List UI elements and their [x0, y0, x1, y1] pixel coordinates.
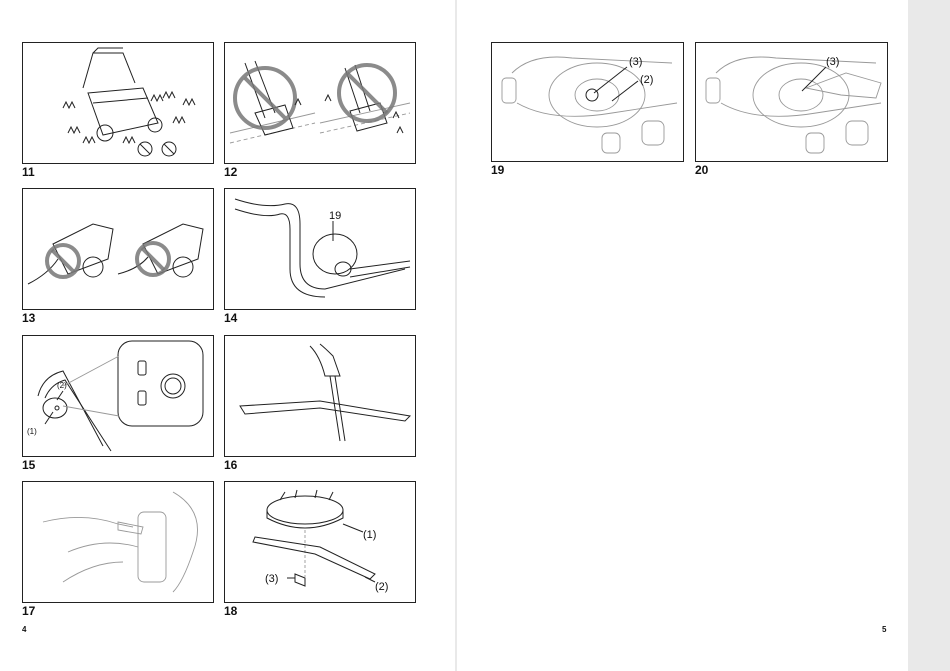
- left-page: 11 12 13: [0, 0, 455, 671]
- mower-underside-illustration: (3): [696, 43, 887, 161]
- page-number: 5: [882, 625, 886, 634]
- start-stop-switch-illustration: (1) (2): [23, 336, 213, 456]
- figure-12-slope-direction: [224, 42, 416, 164]
- handle-switch-illustration: 19: [225, 189, 415, 309]
- figure-number: 17: [22, 604, 35, 618]
- callout-2: (2): [57, 381, 67, 390]
- figure-number: 14: [224, 311, 237, 325]
- right-page: (3) (2) 19 (3) 20 5: [457, 0, 908, 671]
- callout-2: (2): [375, 581, 388, 593]
- figure-number: 13: [22, 311, 35, 325]
- figure-17-blade-grinding: [22, 481, 214, 603]
- callout-1: (1): [363, 529, 376, 541]
- figure-14-switch-box: 19: [224, 188, 416, 310]
- blade-fan-bolt-exploded-view: (1) (2) (3): [225, 482, 415, 602]
- callout-1: (1): [27, 427, 37, 436]
- figure-number: 12: [224, 165, 237, 179]
- figure-20-blade-bolt-tighten: (3): [695, 42, 888, 162]
- callout-2: (2): [640, 74, 653, 86]
- figure-18-blade-assembly: (1) (2) (3): [224, 481, 416, 603]
- callout-3: (3): [826, 56, 839, 68]
- callout-3: (3): [629, 56, 642, 68]
- figure-number: 20: [695, 163, 708, 177]
- figure-number: 11: [22, 165, 35, 179]
- blade-balance-check-illustration: [225, 336, 415, 456]
- figure-number: 18: [224, 604, 237, 618]
- figure-number: 15: [22, 458, 35, 472]
- page-number: 4: [22, 625, 26, 634]
- figure-16-blade-balance: [224, 335, 416, 457]
- grinding-wheel-illustration: [23, 482, 213, 602]
- callout-3: (3): [265, 573, 278, 585]
- mowing-on-slope-illustration: [225, 43, 415, 163]
- figure-number: 16: [224, 458, 237, 472]
- figure-19-blade-bolt-removal: (3) (2): [491, 42, 684, 162]
- foot-near-blade-illustration: [23, 189, 213, 309]
- mower-on-lawn-illustration: [23, 43, 213, 163]
- figure-number: 19: [491, 163, 504, 177]
- callout-19: 19: [329, 210, 341, 222]
- mower-underside-illustration: (3) (2): [492, 43, 683, 161]
- figure-15-switch-detail: (1) (2): [22, 335, 214, 457]
- figure-11-mower-grass: [22, 42, 214, 164]
- figure-13-hands-feet-warning: [22, 188, 214, 310]
